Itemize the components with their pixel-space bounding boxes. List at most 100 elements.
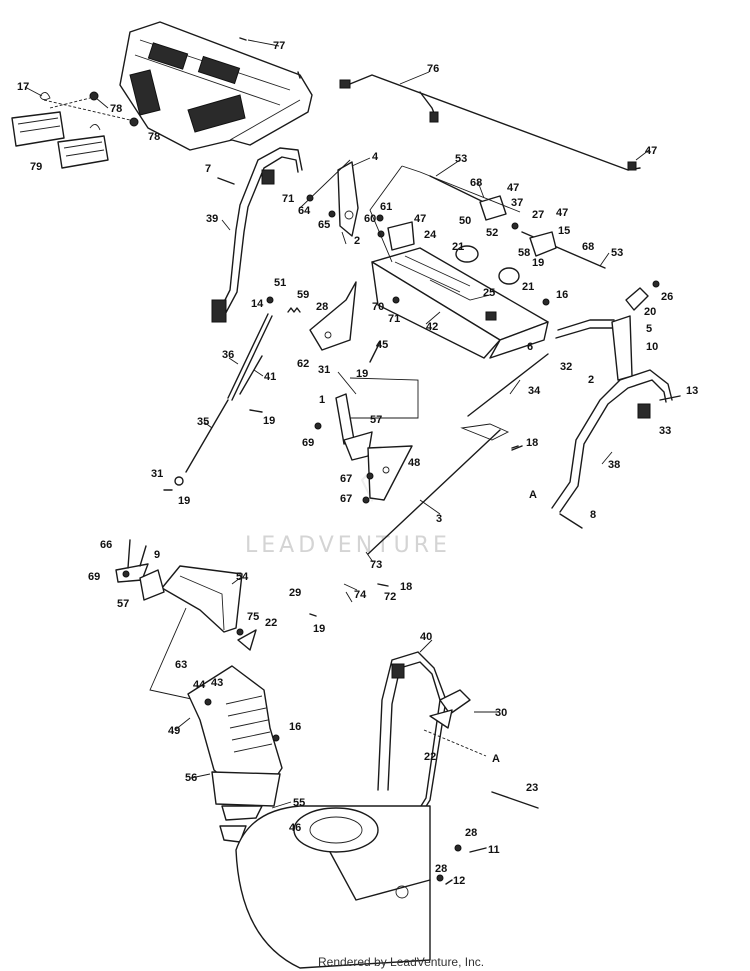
callout-55: 55	[293, 797, 305, 809]
callout-66: 66	[100, 539, 112, 551]
callout-33: 33	[659, 425, 671, 437]
callout-35: 35	[197, 416, 209, 428]
callout-59: 59	[297, 289, 309, 301]
bracket-48	[367, 445, 413, 501]
callout-75: 75	[247, 611, 259, 623]
headlight-housing	[119, 21, 313, 151]
callout-31-mid: 31	[318, 364, 330, 376]
callout-36: 36	[222, 349, 234, 361]
callout-4: 4	[372, 151, 379, 163]
callout-45: 45	[376, 339, 388, 351]
rod-35	[185, 399, 229, 473]
callout-56: 56	[185, 772, 197, 784]
knobs-21	[455, 245, 520, 285]
callout-51: 51	[274, 277, 286, 289]
handle-knob-30	[439, 689, 471, 715]
detent-assembly-24	[377, 221, 415, 251]
headlight-lens-left	[11, 111, 65, 147]
callout-77: 77	[273, 40, 285, 52]
callout-14: 14	[251, 298, 264, 310]
watermark: LEADVENTURE	[245, 533, 451, 558]
cable-rod-53-upper	[429, 175, 606, 269]
bolt-11	[469, 847, 487, 853]
wiring-harness	[339, 74, 641, 171]
callout-43: 43	[211, 677, 223, 689]
callout-71-b: 71	[388, 313, 400, 325]
callout-19-left: 19	[263, 415, 275, 427]
callout-28-b: 28	[435, 863, 447, 875]
callout-25: 25	[483, 287, 495, 299]
callout-50: 50	[459, 215, 471, 227]
link-41	[239, 355, 263, 395]
upper-handle-right	[551, 319, 681, 513]
bolt-45	[369, 341, 381, 363]
callout-24: 24	[424, 229, 437, 241]
callout-10: 10	[646, 341, 658, 353]
callout-67-b: 67	[340, 493, 352, 505]
callout-54: 54	[236, 571, 249, 583]
callout-58: 58	[518, 247, 530, 259]
callout-3: 3	[436, 513, 442, 525]
lower-handle-40	[377, 651, 447, 849]
impeller-housing	[235, 805, 431, 969]
callout-27: 27	[532, 209, 544, 221]
callout-6: 6	[527, 341, 533, 353]
callout-1: 1	[319, 394, 325, 406]
screws-77	[239, 37, 301, 79]
callout-60: 60	[364, 213, 376, 225]
callout-34: 34	[528, 385, 541, 397]
callout-53-b: 53	[611, 247, 623, 259]
callout-44: 44	[193, 679, 206, 691]
chute-56	[187, 665, 283, 807]
grip-20	[625, 287, 649, 311]
callout-19-low: 19	[178, 495, 190, 507]
callout-78: 78	[110, 103, 122, 115]
bracket-57-chute	[139, 569, 165, 601]
callout-17: 17	[17, 81, 29, 93]
callout-19-mid: 19	[356, 368, 368, 380]
drive-rod-3	[367, 429, 501, 555]
lever-bracket-62	[309, 281, 357, 351]
callout-67-a: 67	[340, 473, 352, 485]
callout-21-b: 21	[522, 281, 534, 293]
callout-42: 42	[426, 321, 438, 333]
callout-28-a: 28	[465, 827, 477, 839]
chute-bracket-4	[337, 161, 359, 237]
callout-20: 20	[644, 306, 656, 318]
chute-outline-box	[149, 607, 197, 701]
callout-2-right: 2	[588, 374, 594, 386]
callout-48: 48	[408, 457, 420, 469]
callout-12: 12	[453, 875, 465, 887]
dash-panel	[371, 247, 549, 359]
callout-68-top: 68	[470, 177, 482, 189]
callout-39: 39	[206, 213, 218, 225]
footer-credit: Rendered by LeadVenture, Inc.	[318, 955, 484, 969]
callout-64: 64	[298, 205, 311, 217]
callout-21-a: 21	[452, 241, 464, 253]
callout-9: 9	[154, 549, 160, 561]
callout-38: 38	[608, 459, 620, 471]
callout-A-low: A	[492, 753, 500, 765]
callout-68-b: 68	[582, 241, 594, 253]
callout-A-top: A	[529, 489, 537, 501]
callout-47-top: 47	[645, 145, 657, 157]
dashed-link	[460, 423, 510, 441]
callout-47-b: 47	[507, 182, 519, 194]
upper-handle-left	[211, 147, 303, 323]
callout-47-d: 47	[414, 213, 426, 225]
callout-7: 7	[205, 163, 211, 175]
dashed-A-link	[423, 729, 487, 757]
callout-76: 76	[427, 63, 439, 75]
callout-52: 52	[486, 227, 498, 239]
callout-37: 37	[511, 197, 523, 209]
callout-29: 29	[289, 587, 301, 599]
chute-ring-55	[221, 805, 263, 821]
callout-40: 40	[420, 631, 432, 643]
callout-11: 11	[488, 844, 500, 856]
callout-70: 70	[372, 301, 384, 313]
callout-65: 65	[318, 219, 330, 231]
light-bulb-sockets	[39, 91, 139, 131]
callout-63: 63	[175, 659, 187, 671]
shift-rod-36	[227, 313, 273, 401]
